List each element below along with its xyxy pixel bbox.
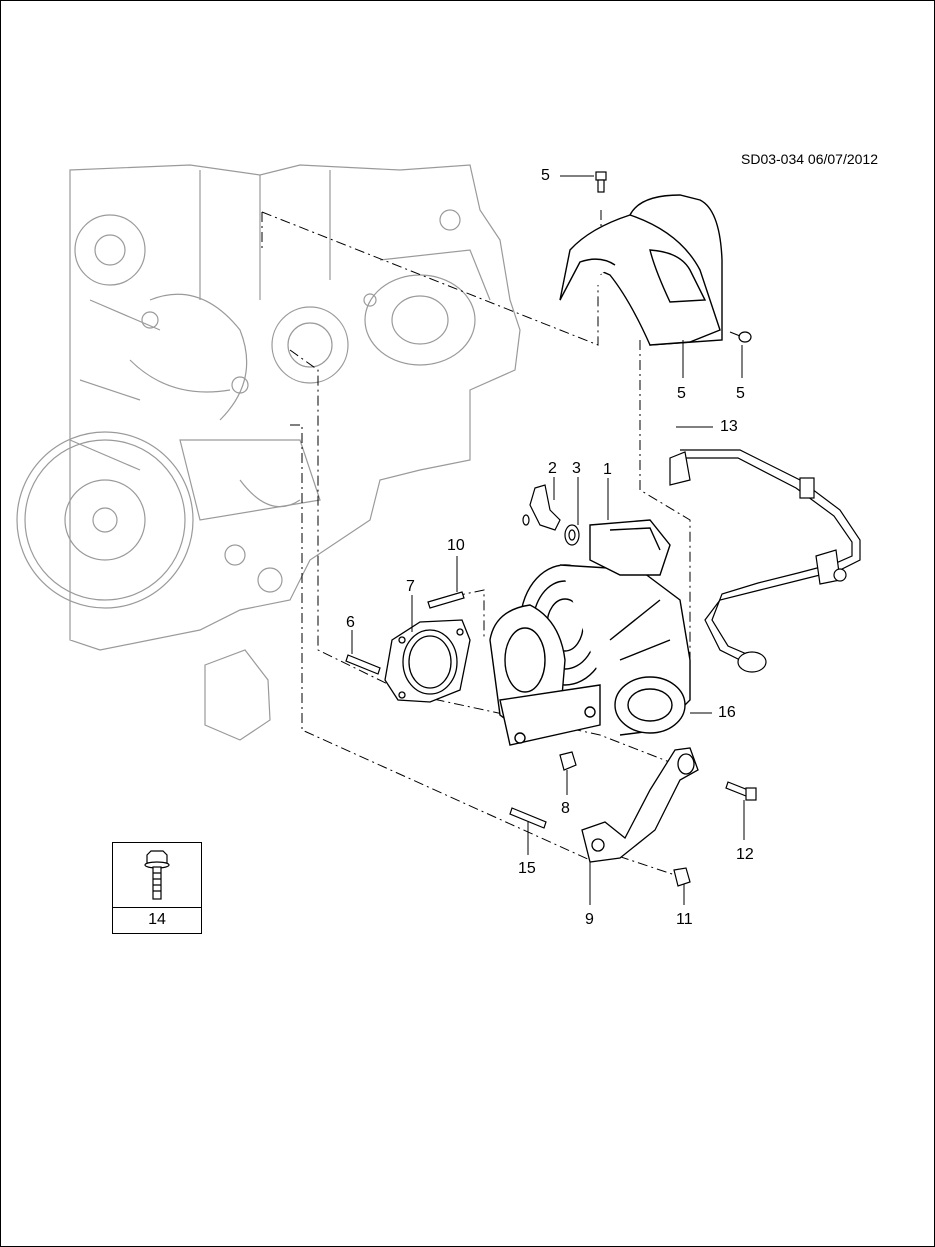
stud-icon [345, 591, 547, 829]
callout-15: 15 [518, 860, 536, 877]
oil-feed-pipe-icon [669, 449, 861, 673]
callout-6: 6 [346, 614, 355, 631]
callout-7: 7 [406, 578, 415, 595]
nut-icon [559, 751, 691, 887]
callout-16: 16 [718, 704, 736, 721]
callout-5: 5 [736, 385, 745, 402]
turbocharger-icon [489, 519, 691, 746]
callout-9: 9 [585, 911, 594, 928]
gasket-icon [384, 619, 471, 703]
heat-shield-icon [559, 194, 723, 346]
document-id: SD03-034 06/07/2012 [741, 151, 878, 167]
bracket-icon [581, 747, 699, 863]
oil-fitting-icon [522, 484, 580, 546]
flange-bolt-icon [144, 850, 170, 900]
callout-5: 5 [541, 167, 550, 184]
callout-13: 13 [720, 418, 738, 435]
callout-12: 12 [736, 846, 754, 863]
leader-lines [351, 175, 745, 905]
bolt-icon [595, 171, 752, 343]
callout-11: 11 [676, 911, 693, 928]
callout-1: 1 [603, 461, 612, 478]
legend-box: 14 [112, 842, 202, 934]
legend-number: 14 [148, 911, 166, 928]
callout-2: 2 [548, 460, 557, 477]
callout-4: 5 [677, 385, 686, 402]
callout-8: 8 [561, 800, 570, 817]
engine-block-icon [16, 164, 521, 741]
callout-3: 3 [572, 460, 581, 477]
alignment-lines [261, 210, 691, 881]
callout-10: 10 [447, 537, 465, 554]
legend-divider [113, 907, 201, 908]
bolt-icon [725, 781, 757, 801]
